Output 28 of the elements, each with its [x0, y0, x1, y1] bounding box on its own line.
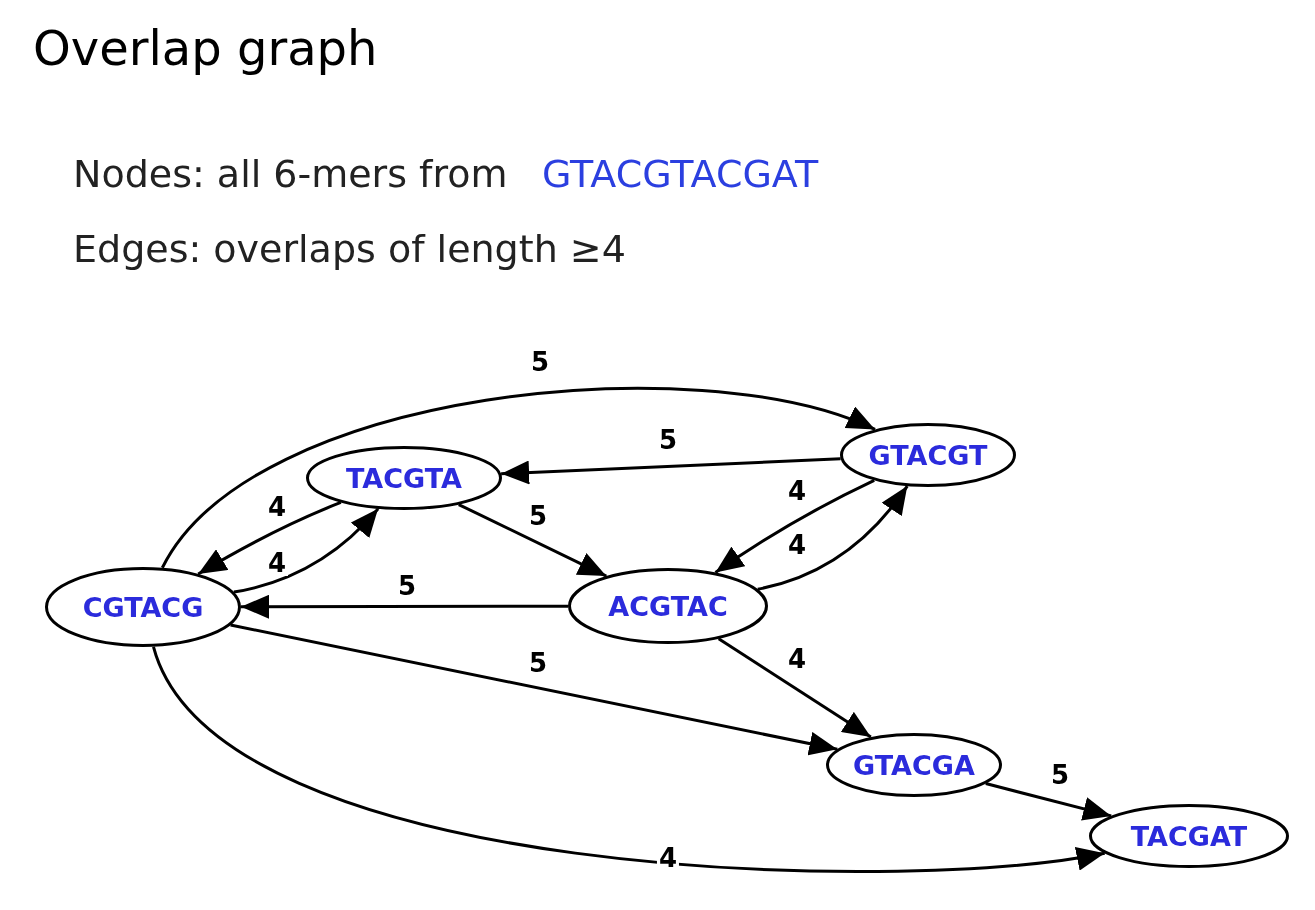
ellipse-node — [1089, 804, 1289, 868]
arrow — [233, 507, 380, 594]
arrow — [241, 594, 568, 619]
arrow — [230, 623, 838, 756]
ellipse-node — [45, 567, 241, 647]
node-label: GTACGT — [867, 441, 989, 469]
sequence-text: GTACGTACGAT — [542, 152, 819, 196]
description-text: Edges: overlaps of length ≥4 — [73, 227, 626, 271]
ellipse-node — [840, 423, 1016, 487]
ellipse-node — [306, 446, 502, 510]
node-label: GTACGA — [852, 751, 976, 779]
node-label: CGTACG — [81, 593, 205, 621]
node-label: ACGTAC — [607, 592, 729, 620]
title: Overlap graph — [33, 20, 378, 76]
node-label: TACGTA — [345, 464, 463, 492]
ellipse-node — [568, 568, 768, 644]
arrow — [458, 503, 607, 578]
description-text: Nodes: all 6-mers from — [73, 152, 508, 196]
arrow — [152, 646, 1105, 873]
arrow — [714, 478, 875, 574]
arrow — [717, 637, 872, 739]
node-label: TACGAT — [1129, 822, 1249, 850]
arrow — [161, 386, 876, 569]
arrow — [197, 501, 342, 576]
arrow — [501, 457, 841, 485]
ellipse-node — [826, 733, 1002, 797]
arrow — [985, 782, 1112, 821]
arrow — [757, 485, 909, 591]
